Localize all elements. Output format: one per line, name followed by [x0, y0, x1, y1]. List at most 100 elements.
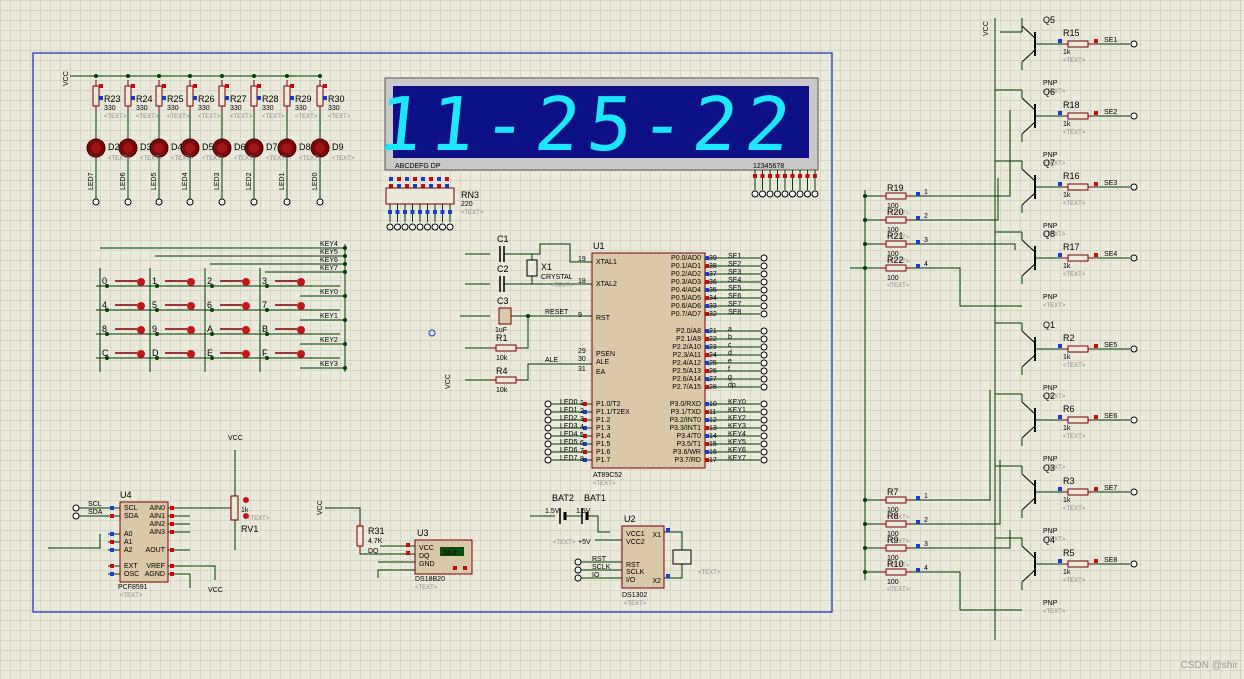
- se-terminal[interactable]: [1130, 183, 1138, 191]
- resistor-R6[interactable]: [1062, 416, 1094, 424]
- mcu-AT89C52[interactable]: [591, 252, 706, 469]
- mcu-port-terminal[interactable]: [760, 327, 768, 335]
- led-D4[interactable]: [149, 138, 169, 158]
- transistor-Q8[interactable]: [1021, 239, 1036, 277]
- key-8[interactable]: [115, 326, 145, 334]
- resistor-R2[interactable]: [1062, 345, 1094, 353]
- mcu-port-terminal[interactable]: [760, 424, 768, 432]
- capacitor-c3[interactable]: [498, 307, 512, 325]
- se-terminal[interactable]: [1130, 40, 1138, 48]
- resistor-R29[interactable]: [283, 80, 291, 112]
- led-terminal[interactable]: [124, 198, 132, 206]
- resistor-R10[interactable]: [880, 568, 912, 576]
- se-terminal[interactable]: [1130, 560, 1138, 568]
- se-terminal[interactable]: [1130, 112, 1138, 120]
- mcu-p1-terminal[interactable]: [544, 432, 552, 440]
- mcu-p1-terminal[interactable]: [544, 440, 552, 448]
- rtc-terminal[interactable]: [574, 558, 582, 566]
- se-terminal[interactable]: [1130, 345, 1138, 353]
- mcu-port-terminal[interactable]: [760, 432, 768, 440]
- key-5[interactable]: [165, 302, 195, 310]
- transistor-Q7[interactable]: [1021, 168, 1036, 206]
- transistor-Q1[interactable]: [1021, 330, 1036, 368]
- resistor-R22[interactable]: [880, 264, 912, 272]
- rtc-terminal[interactable]: [574, 566, 582, 574]
- rn3-terminal[interactable]: [431, 223, 439, 231]
- led-D7[interactable]: [244, 138, 264, 158]
- resistor-R7[interactable]: [880, 496, 912, 504]
- mcu-port-terminal[interactable]: [760, 375, 768, 383]
- key-0[interactable]: [115, 278, 145, 286]
- mcu-port-terminal[interactable]: [760, 302, 768, 310]
- resistor-R3[interactable]: [1062, 488, 1094, 496]
- mcu-port-terminal[interactable]: [760, 343, 768, 351]
- resistor-R20[interactable]: [880, 216, 912, 224]
- led-terminal[interactable]: [250, 198, 258, 206]
- resistor-R24[interactable]: [124, 80, 132, 112]
- resistor-R17[interactable]: [1062, 254, 1094, 262]
- transistor-Q6[interactable]: [1021, 97, 1036, 135]
- battery-bat2[interactable]: [559, 508, 567, 524]
- led-terminal[interactable]: [218, 198, 226, 206]
- potentiometer-rv1[interactable]: [230, 495, 249, 521]
- scl-terminal[interactable]: [72, 504, 80, 512]
- led-terminal[interactable]: [283, 198, 291, 206]
- se-terminal[interactable]: [1130, 254, 1138, 262]
- mcu-port-terminal[interactable]: [760, 400, 768, 408]
- mcu-p1-terminal[interactable]: [544, 456, 552, 464]
- resistor-R15[interactable]: [1062, 40, 1094, 48]
- resistor-R21[interactable]: [880, 240, 912, 248]
- mcu-port-terminal[interactable]: [760, 440, 768, 448]
- led-terminal[interactable]: [92, 198, 100, 206]
- key-C[interactable]: [115, 350, 145, 358]
- key-1[interactable]: [165, 278, 195, 286]
- rn3-terminal[interactable]: [394, 223, 401, 231]
- resistor-R9[interactable]: [880, 544, 912, 552]
- mcu-port-terminal[interactable]: [760, 408, 768, 416]
- mcu-port-terminal[interactable]: [760, 286, 768, 294]
- rn3-terminal[interactable]: [439, 223, 446, 231]
- display-terminal[interactable]: [759, 190, 766, 198]
- key-B[interactable]: [275, 326, 305, 334]
- rtc-terminal[interactable]: [574, 574, 582, 582]
- resistor-R19[interactable]: [880, 192, 912, 200]
- mcu-p1-terminal[interactable]: [544, 400, 552, 408]
- mcu-port-terminal[interactable]: [760, 254, 768, 262]
- se-terminal[interactable]: [1130, 416, 1138, 424]
- resistor-R18[interactable]: [1062, 112, 1094, 120]
- mcu-port-terminal[interactable]: [760, 367, 768, 375]
- resistor-R23[interactable]: [92, 80, 100, 112]
- mcu-port-terminal[interactable]: [760, 294, 768, 302]
- rn3-terminal[interactable]: [386, 223, 394, 231]
- mcu-port-terminal[interactable]: [760, 278, 768, 286]
- transistor-Q2[interactable]: [1021, 401, 1036, 439]
- mcu-port-terminal[interactable]: [760, 416, 768, 424]
- led-D6[interactable]: [212, 138, 232, 158]
- display-terminal[interactable]: [751, 190, 759, 198]
- mcu-port-terminal[interactable]: [760, 351, 768, 359]
- battery-bat1[interactable]: [581, 508, 589, 524]
- display-terminal[interactable]: [804, 190, 811, 198]
- display-terminal[interactable]: [766, 190, 774, 198]
- resistor-R26[interactable]: [186, 80, 194, 112]
- resistor-R25[interactable]: [155, 80, 163, 112]
- crystal-x1[interactable]: [526, 259, 538, 277]
- rtc-DS1302[interactable]: [621, 525, 665, 589]
- mcu-port-terminal[interactable]: [760, 310, 768, 318]
- resistor-r4[interactable]: [490, 376, 522, 384]
- led-terminal[interactable]: [155, 198, 163, 206]
- led-terminal[interactable]: [186, 198, 194, 206]
- rn3-terminal[interactable]: [409, 223, 416, 231]
- key-4[interactable]: [115, 302, 145, 310]
- display-terminal[interactable]: [789, 190, 796, 198]
- resistor-R16[interactable]: [1062, 183, 1094, 191]
- transistor-Q3[interactable]: [1021, 473, 1036, 511]
- crystal-rtc[interactable]: [672, 549, 692, 565]
- resistor-R27[interactable]: [218, 80, 226, 112]
- mcu-p1-terminal[interactable]: [544, 408, 552, 416]
- se-terminal[interactable]: [1130, 488, 1138, 496]
- key-9[interactable]: [165, 326, 195, 334]
- led-D9[interactable]: [310, 138, 330, 158]
